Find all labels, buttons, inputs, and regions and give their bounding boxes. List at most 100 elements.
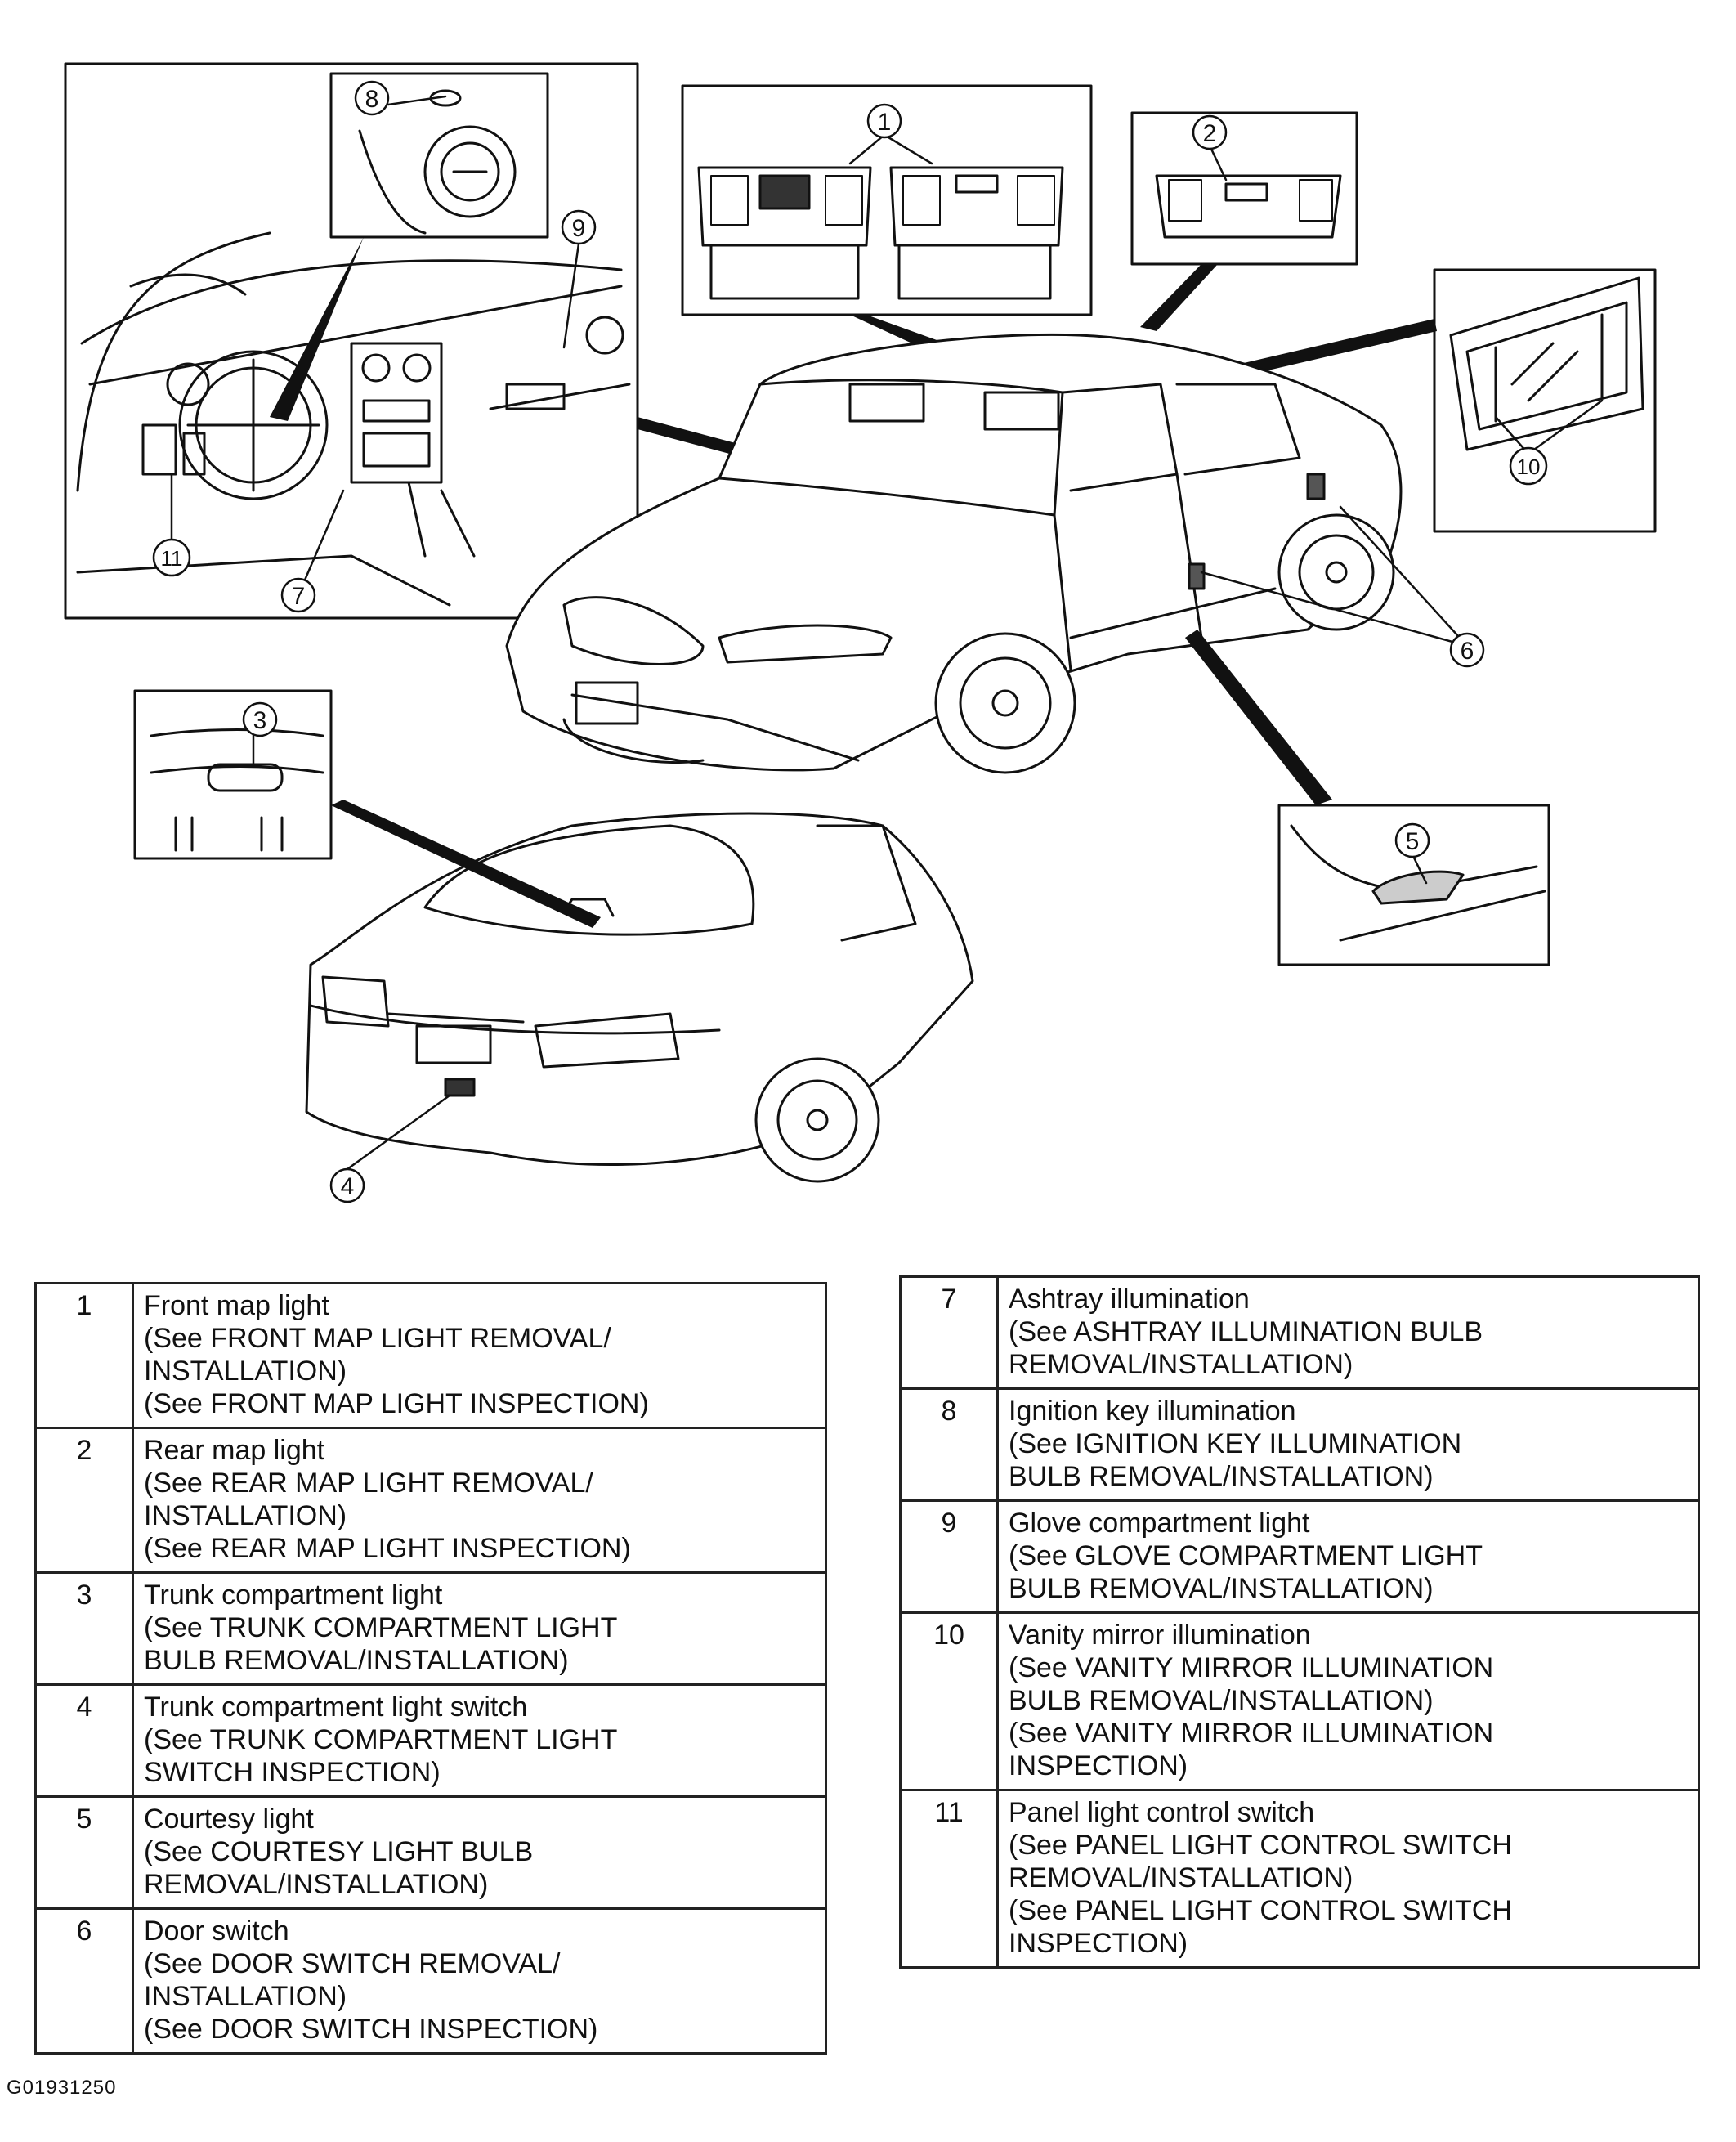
legend-line: Rear map light	[144, 1435, 325, 1466]
legend-line: INSPECTION)	[1009, 1750, 1188, 1781]
legend-line: Trunk compartment light	[144, 1580, 443, 1611]
trunk-light-inset	[133, 689, 333, 860]
callout-9: 9	[561, 209, 597, 245]
callout-markers: 8 9 11 7 1 2 10 6 3 5 4	[152, 80, 1548, 1203]
legend-number: 5	[35, 1795, 134, 1910]
svg-text:5: 5	[1406, 828, 1420, 855]
legend-line: (See PANEL LIGHT CONTROL SWITCH	[1009, 1830, 1512, 1861]
legend-line: REMOVAL/INSTALLATION)	[144, 1869, 489, 1900]
svg-text:7: 7	[292, 583, 306, 610]
legend-number: 1	[35, 1282, 134, 1429]
legend-number: 6	[35, 1907, 134, 2055]
callout-10: 10	[1509, 446, 1548, 486]
legend-number: 2	[35, 1427, 134, 1574]
rear-car-illustration	[305, 812, 974, 1183]
legend-line: Front map light	[144, 1290, 329, 1321]
legend-line: BULB REMOVAL/INSTALLATION)	[1009, 1685, 1434, 1716]
legend-number: 7	[900, 1275, 999, 1390]
svg-text:8: 8	[365, 86, 379, 113]
legend-line: SWITCH INSPECTION)	[144, 1757, 441, 1788]
rear-map-light-inset	[1130, 111, 1358, 266]
callout-4: 4	[329, 1167, 365, 1203]
legend-line: (See DOOR SWITCH REMOVAL/	[144, 1948, 561, 1979]
legend-line: REMOVAL/INSTALLATION)	[1009, 1349, 1353, 1380]
legend-line: (See TRUNK COMPARTMENT LIGHT	[144, 1724, 618, 1755]
legend-line: Trunk compartment light switch	[144, 1692, 528, 1723]
figure-id: G01931250	[7, 2077, 117, 2099]
callout-11: 11	[152, 538, 191, 577]
legend-description: Glove compartment light(See GLOVE COMPAR…	[997, 1499, 1699, 1614]
legend-description: Front map light(See FRONT MAP LIGHT REMO…	[132, 1282, 826, 1429]
legend-line: Ashtray illumination	[1009, 1284, 1250, 1315]
legend-description: Ashtray illumination(See ASHTRAY ILLUMIN…	[997, 1275, 1699, 1390]
legend-line: INSTALLATION)	[144, 1356, 347, 1387]
legend-number: 8	[900, 1387, 999, 1502]
callout-1: 1	[866, 103, 902, 139]
svg-text:3: 3	[253, 707, 267, 734]
legend-line: (See VANITY MIRROR ILLUMINATION	[1009, 1718, 1494, 1749]
svg-text:2: 2	[1203, 120, 1217, 147]
legend-number: 4	[35, 1683, 134, 1798]
callout-2: 2	[1192, 114, 1228, 150]
legend-line: Ignition key illumination	[1009, 1396, 1296, 1427]
legend-line: Vanity mirror illumination	[1009, 1620, 1311, 1651]
legend-line: (See GLOVE COMPARTMENT LIGHT	[1009, 1540, 1483, 1571]
svg-text:4: 4	[341, 1173, 355, 1200]
svg-text:11: 11	[161, 546, 183, 571]
component-location-diagram: 8 9 11 7 1 2 10 6 3 5 4	[64, 62, 1657, 1203]
legend-line: Glove compartment light	[1009, 1508, 1310, 1539]
legend-line: (See DOOR SWITCH INSPECTION)	[144, 2014, 598, 2045]
front-car-illustration	[505, 333, 1403, 774]
legend-description: Door switch(See DOOR SWITCH REMOVAL/INST…	[132, 1907, 826, 2055]
svg-text:6: 6	[1461, 638, 1474, 665]
callout-5: 5	[1394, 822, 1430, 858]
legend-line: INSPECTION)	[1009, 1928, 1188, 1959]
legend-number: 3	[35, 1571, 134, 1686]
legend-number: 10	[900, 1611, 999, 1791]
legend-line: (See ASHTRAY ILLUMINATION BULB	[1009, 1316, 1483, 1347]
leader-lines	[170, 95, 1604, 1171]
legend-description: Ignition key illumination(See IGNITION K…	[997, 1387, 1699, 1502]
legend-description: Panel light control switch(See PANEL LIG…	[997, 1789, 1699, 1969]
callout-6: 6	[1449, 632, 1485, 668]
legend-line: Panel light control switch	[1009, 1797, 1315, 1828]
callout-8: 8	[354, 80, 390, 116]
legend-line: (See COURTESY LIGHT BULB	[144, 1836, 534, 1867]
legend-line: (See PANEL LIGHT CONTROL SWITCH	[1009, 1895, 1512, 1926]
legend-line: INSTALLATION)	[144, 1500, 347, 1531]
legend-line: Door switch	[144, 1916, 289, 1947]
legend-line: (See IGNITION KEY ILLUMINATION	[1009, 1428, 1462, 1459]
legend-line: REMOVAL/INSTALLATION)	[1009, 1862, 1353, 1893]
svg-text:10: 10	[1517, 455, 1541, 479]
legend-line: BULB REMOVAL/INSTALLATION)	[1009, 1461, 1434, 1492]
legend-description: Vanity mirror illumination(See VANITY MI…	[997, 1611, 1699, 1791]
legend-description: Rear map light(See REAR MAP LIGHT REMOVA…	[132, 1427, 826, 1574]
legend-line: (See TRUNK COMPARTMENT LIGHT	[144, 1612, 618, 1643]
callout-7: 7	[280, 577, 316, 613]
legend-line: (See FRONT MAP LIGHT REMOVAL/	[144, 1323, 611, 1354]
callout-3: 3	[242, 701, 278, 737]
legend-number: 9	[900, 1499, 999, 1614]
legend-line: (See FRONT MAP LIGHT INSPECTION)	[144, 1388, 649, 1419]
legend-line: INSTALLATION)	[144, 1981, 347, 2012]
legend-line: (See VANITY MIRROR ILLUMINATION	[1009, 1652, 1494, 1683]
vanity-mirror-inset	[1433, 268, 1657, 533]
legend-description: Trunk compartment light switch(See TRUNK…	[132, 1683, 826, 1798]
legend-description: Trunk compartment light(See TRUNK COMPAR…	[132, 1571, 826, 1686]
legend-line: Courtesy light	[144, 1804, 314, 1835]
svg-text:9: 9	[572, 215, 586, 242]
